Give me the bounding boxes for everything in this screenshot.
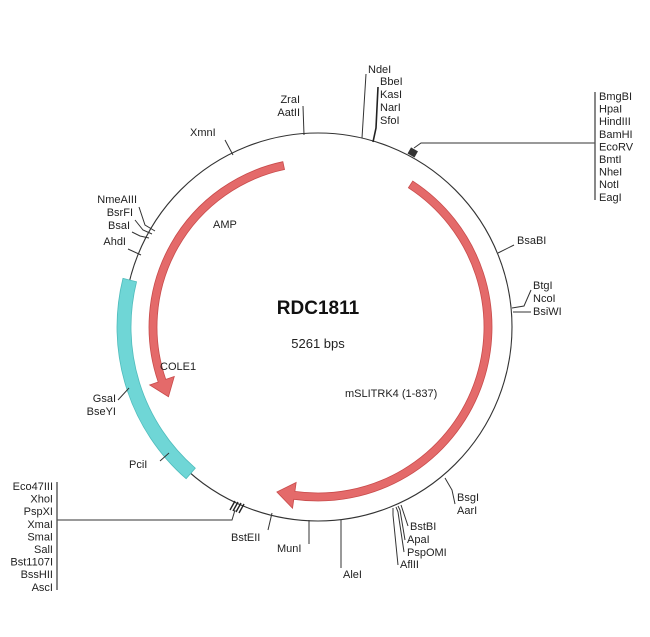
site-tick-bsgi: [444, 477, 456, 505]
feature-label-cole1: COLE1: [160, 361, 196, 373]
site-tick-btgi: [511, 289, 532, 309]
site-tick-aatii: [302, 105, 305, 136]
site-label-muni: MunI: [277, 543, 301, 555]
site-label-xmni: XmnI: [190, 127, 216, 139]
site-tick-bstbi: [400, 504, 409, 527]
site-label-ahdi: AhdI: [103, 236, 126, 248]
site-label-bmti: BmtI: [599, 154, 622, 166]
site-label-sfoi: SfoI: [380, 115, 400, 127]
site-label-gsai: GsaI: [93, 393, 116, 405]
site-tick-bsteii: [267, 512, 273, 531]
site-tick-ahdi: [127, 248, 142, 256]
plasmid-name: RDC1811: [277, 298, 360, 319]
site-label-btgi: BtgI: [533, 280, 553, 292]
site-tick-bsai: [131, 231, 150, 239]
site-label-ncoi: NcoI: [533, 293, 556, 305]
site-label-bstbi: BstBI: [410, 521, 436, 533]
site-label-asci: AscI: [32, 582, 53, 594]
mcs-leader-left: [57, 509, 236, 521]
site-label-eagi: EagI: [599, 192, 622, 204]
site-label-aari: AarI: [457, 505, 477, 517]
feature-arrow-mslitrk4: [276, 180, 493, 510]
site-tick-bsabi: [497, 244, 515, 254]
site-label-eco47iii: Eco47III: [13, 481, 53, 493]
site-label-aatii: AatII: [277, 107, 300, 119]
site-tick-aflii: [392, 508, 399, 566]
site-tick-apai: [397, 505, 406, 541]
site-label-bsteii: BstEII: [231, 532, 260, 544]
site-label-bsai: BsaI: [108, 220, 130, 232]
mcs-leader-right: [413, 142, 595, 149]
feature-label-mslitrk4: mSLITRK4 (1-837): [345, 388, 437, 400]
site-tick-ndei: [361, 73, 367, 139]
site-label-zrai: ZraI: [280, 94, 300, 106]
site-label-nari: NarI: [380, 102, 401, 114]
site-label-smai: SmaI: [27, 531, 53, 543]
site-tick-xmni: [224, 139, 234, 156]
site-tick-bsrfi: [134, 219, 153, 235]
site-tick-gsai: [117, 387, 130, 401]
site-label-bsrfi: BsrFI: [107, 207, 133, 219]
site-label-kasi: KasI: [380, 89, 402, 101]
mcs-marker-left: [229, 500, 245, 514]
site-label-bseyi: BseYI: [87, 406, 116, 418]
site-label-pspomi: PspOMI: [407, 547, 447, 559]
site-label-ndei: NdeI: [368, 64, 391, 76]
site-label-noti: NotI: [599, 179, 619, 191]
site-label-bsiwi: BsiWI: [533, 306, 562, 318]
site-label-bsabi: BsaBI: [517, 235, 546, 247]
feature-arrow-amp: [148, 161, 286, 398]
mcs-marker-right: [407, 147, 418, 158]
site-label-alei: AleI: [343, 569, 362, 581]
site-label-bamhi: BamHI: [599, 129, 633, 141]
site-tick-pspomi: [395, 506, 405, 553]
site-label-nhei: NheI: [599, 167, 622, 179]
feature-label-amp: AMP: [213, 219, 237, 231]
site-label-sali: SalI: [34, 544, 53, 556]
feature-band-cole1: [116, 277, 196, 480]
site-label-ecorv: EcoRV: [599, 141, 634, 153]
site-label-hpai: HpaI: [599, 104, 622, 116]
site-label-pcii: PciI: [129, 459, 147, 471]
site-label-nmeaiii: NmeAIII: [97, 194, 137, 206]
site-tick-bbei-group: [372, 86, 379, 143]
site-label-bst1107i: Bst1107I: [10, 557, 53, 569]
site-label-xmai: XmaI: [27, 519, 53, 531]
site-label-bbei: BbeI: [380, 76, 403, 88]
site-tick-pcii: [159, 452, 170, 462]
site-label-apai: ApaI: [407, 534, 430, 546]
site-label-bsgi: BsgI: [457, 492, 479, 504]
site-label-aflii: AflII: [400, 559, 419, 571]
site-label-bmgbi: BmgBI: [599, 91, 632, 103]
site-label-bsshii: BssHII: [21, 569, 53, 581]
site-label-xhoi: XhoI: [30, 494, 53, 506]
site-label-pspxi: PspXI: [24, 506, 53, 518]
site-tick-nmeaiii: [138, 206, 156, 232]
site-label-hindiii: HindIII: [599, 116, 631, 128]
plasmid-size: 5261 bps: [291, 336, 345, 351]
